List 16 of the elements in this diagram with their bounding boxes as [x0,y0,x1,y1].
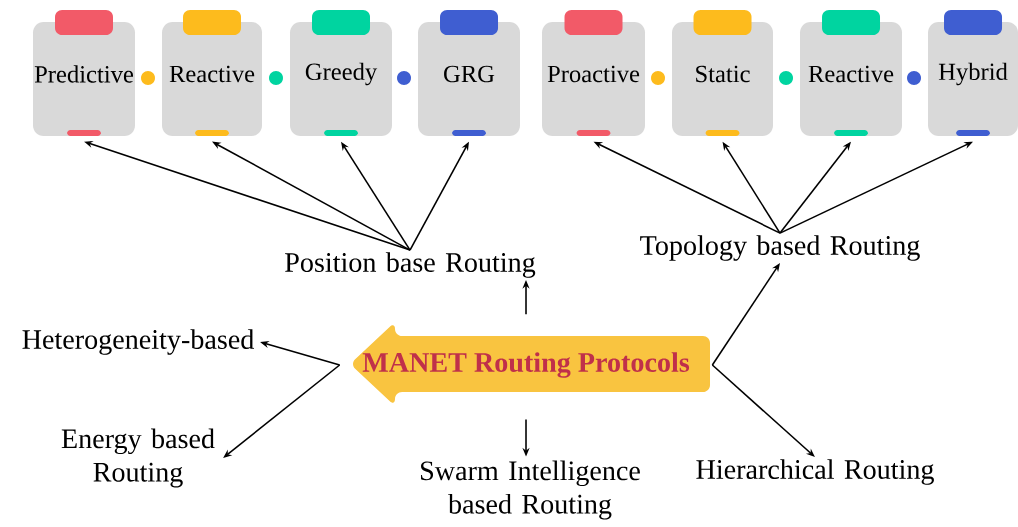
label-text: Heterogeneity-based [22,329,254,355]
label-text: Hierarchical Routing [696,459,934,485]
card: Hybrid [928,10,1018,136]
label-text: Swarm Intelligence based Routing [421,460,640,520]
card: Static [672,10,773,136]
card: Reactive [162,10,262,136]
label-text: Topology based Routing [640,235,920,261]
arrow-shape-box: MANET Routing Protocols [353,325,710,403]
label-text: Position base Routing [285,252,536,278]
card: GRG [418,10,520,136]
card: Proactive [542,10,645,136]
label-text: Energy based Routing [61,428,215,488]
card: Greedy [290,10,392,136]
card: Predictive [33,10,135,136]
arrow [223,364,341,458]
card: Reactive [800,10,902,136]
